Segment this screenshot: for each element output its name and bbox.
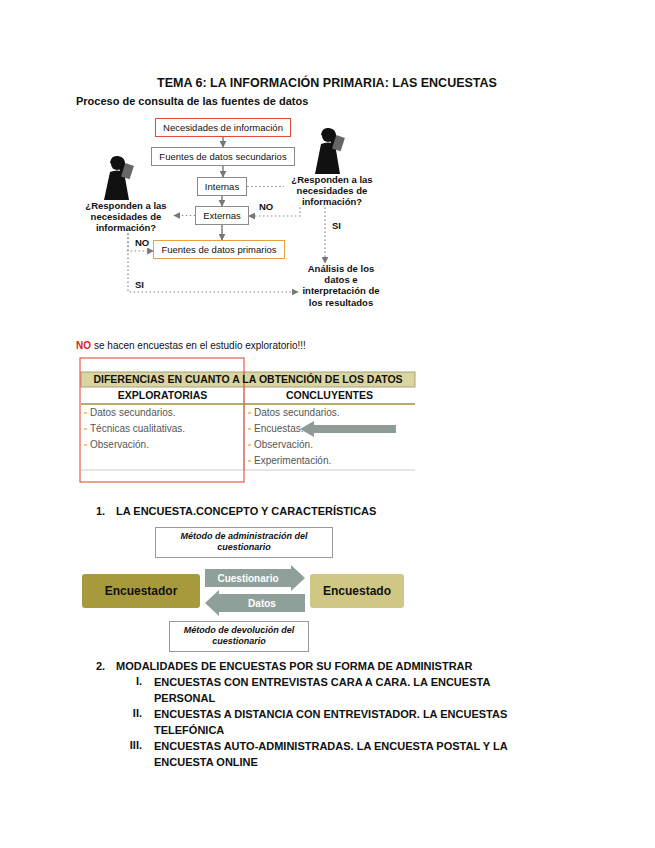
node-text: Encuestador bbox=[105, 584, 178, 598]
process-box: Fuentes de datos secundarios bbox=[151, 147, 294, 166]
block-arrow bbox=[205, 565, 305, 591]
result-text: Análisis de los datos e interpretación d… bbox=[298, 263, 384, 308]
node-text: Análisis de los datos e interpretación d… bbox=[298, 263, 384, 308]
connector bbox=[249, 208, 300, 216]
list-item: ENCUESTAS CON ENTREVISTAS CARA A CARA. L… bbox=[154, 674, 554, 706]
arrow-label: Datos bbox=[248, 598, 276, 609]
method-box: Método de administración del cuestionari… bbox=[155, 527, 333, 558]
table-header: DIFERENCIAS EN CUANTO A LA OBTENCIÓN DE … bbox=[81, 373, 415, 385]
connector bbox=[128, 234, 153, 251]
connector bbox=[221, 196, 222, 206]
table-header-band bbox=[81, 372, 415, 387]
pointer-arrow bbox=[300, 421, 396, 437]
subtitle: Proceso de consulta de las fuentes de da… bbox=[76, 95, 308, 107]
process-box: Necesidades de información bbox=[155, 118, 291, 137]
table-column-header: CONCLUYENTES bbox=[244, 389, 415, 401]
node-text: Fuentes de datos secundarios bbox=[159, 151, 286, 162]
note-emphasis: NO bbox=[76, 340, 91, 351]
table-cell: Encuestas. bbox=[254, 423, 303, 434]
connector bbox=[222, 166, 223, 177]
connector bbox=[174, 215, 195, 216]
page-title: TEMA 6: LA INFORMACIÓN PRIMARIA: LAS ENC… bbox=[157, 76, 497, 90]
section-heading: LA ENCUESTA.CONCEPTO Y CARACTERÍSTICAS bbox=[116, 505, 376, 517]
arrow-label: Cuestionario bbox=[217, 573, 278, 584]
process-box: Externas bbox=[195, 206, 249, 225]
table-cell: Experimentación. bbox=[254, 455, 331, 466]
edge-label: NO bbox=[258, 201, 274, 212]
reader-figure bbox=[315, 128, 345, 174]
edge-label: SI bbox=[134, 279, 145, 290]
table-cell: Observación. bbox=[254, 439, 313, 450]
note-text: se hacen encuestas en el estudio explora… bbox=[94, 340, 306, 351]
actor-box: Encuestado bbox=[310, 574, 404, 608]
node-text: Fuentes de datos primarios bbox=[161, 244, 276, 255]
decision-text: ¿Responden a las necesidades de informac… bbox=[78, 200, 174, 234]
table-cell: Técnicas cualitativas. bbox=[90, 423, 185, 434]
connector bbox=[128, 234, 298, 292]
reader-figure bbox=[104, 156, 134, 200]
roman-numeral: III. bbox=[118, 739, 142, 751]
edge-label: NO bbox=[134, 237, 150, 248]
list-item: ENCUESTAS A DISTANCIA CON ENTREVISTADOR.… bbox=[154, 706, 554, 738]
roman-numeral: II. bbox=[118, 707, 142, 719]
list-number: 1. bbox=[96, 505, 105, 517]
table-column-header: EXPLORATORIAS bbox=[81, 389, 244, 401]
node-text: Método de devolución del cuestionario bbox=[178, 625, 300, 648]
node-text: Método de administración del cuestionari… bbox=[164, 531, 324, 554]
table-cell: Datos secundarios. bbox=[90, 407, 176, 418]
section-heading: MODALIDADES DE ENCUESTAS POR SU FORMA DE… bbox=[116, 660, 473, 672]
block-arrow bbox=[205, 590, 305, 616]
node-text: Encuestado bbox=[323, 584, 391, 598]
list-number: 2. bbox=[96, 660, 105, 672]
node-text: Necesidades de información bbox=[163, 122, 283, 133]
table-rule bbox=[81, 470, 415, 471]
node-text: Externas bbox=[203, 210, 241, 221]
process-box: Internas bbox=[197, 177, 247, 196]
table-rule bbox=[81, 403, 415, 405]
bullet-marks bbox=[84, 413, 251, 461]
edge-label: SI bbox=[331, 220, 342, 231]
node-text: ¿Responden a las necesidades de informac… bbox=[78, 200, 174, 234]
connector bbox=[221, 225, 222, 240]
table-cell: Observación. bbox=[90, 439, 149, 450]
method-box: Método de devolución del cuestionario bbox=[169, 621, 309, 652]
connector bbox=[324, 208, 325, 263]
decision-text: ¿Responden a las necesidades de informac… bbox=[284, 174, 380, 208]
roman-numeral: I. bbox=[118, 675, 142, 687]
list-item: ENCUESTAS AUTO-ADMINISTRADAS. LA ENCUEST… bbox=[154, 738, 554, 770]
actor-box: Encuestador bbox=[82, 574, 200, 608]
connector bbox=[222, 137, 223, 147]
connector bbox=[247, 186, 284, 187]
node-text: Internas bbox=[205, 181, 239, 192]
process-box: Fuentes de datos primarios bbox=[153, 240, 284, 259]
node-text: ¿Responden a las necesidades de informac… bbox=[284, 174, 380, 208]
table-cell: Datos secundarios. bbox=[254, 407, 340, 418]
